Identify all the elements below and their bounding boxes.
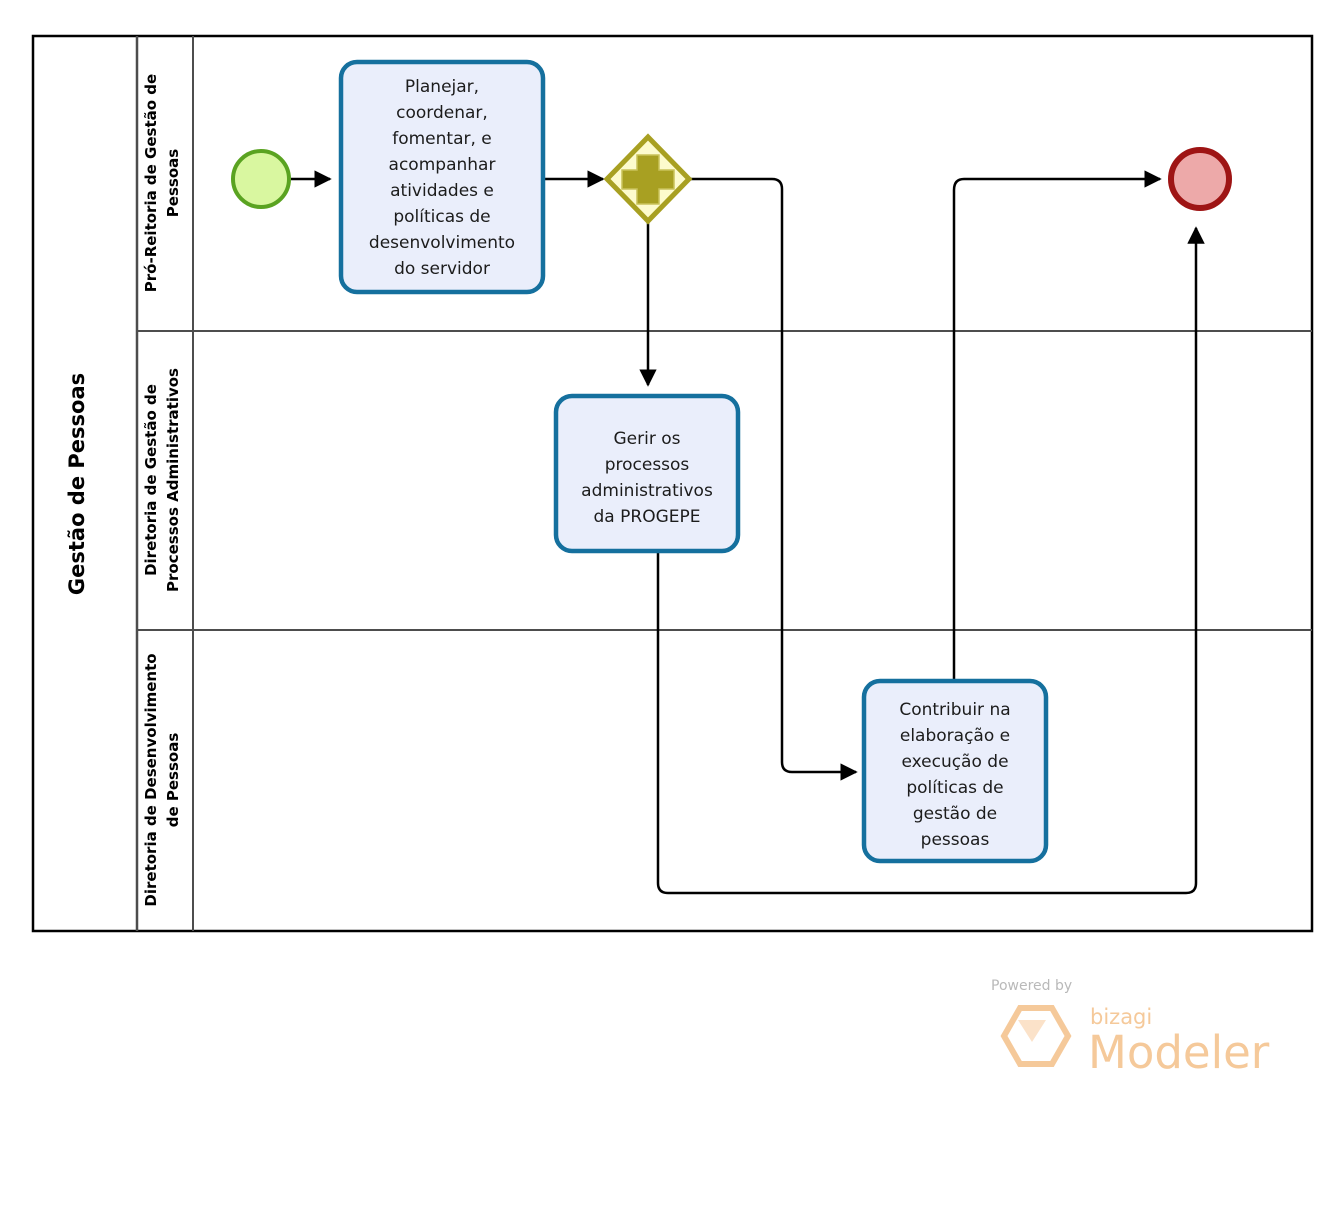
task-contribuir-box (861, 678, 1049, 864)
bizagi-hexagon-inner-icon (1018, 1020, 1046, 1042)
lane-title-pro-reitoria: Pró-Reitoria de Gestão de Pessoas (142, 74, 182, 292)
watermark-brand: bizagi (1090, 1005, 1152, 1029)
parallel-gateway[interactable] (603, 133, 693, 225)
lane-1-title-line-1: Pró-Reitoria de Gestão de (142, 74, 160, 292)
start-event[interactable] (231, 149, 291, 209)
bizagi-watermark: Powered by bizagi Modeler (991, 978, 1270, 1079)
flow-gateway-to-task3[interactable] (690, 177, 858, 781)
gateway-plus-icon (621, 154, 675, 205)
pool-title: Gestão de Pessoas (65, 373, 89, 595)
lane-3-title-line-1: Diretoria de Desenvolvimento (142, 653, 160, 906)
bizagi-hexagon-icon (1000, 1005, 1072, 1067)
lane-2-title-line-1: Diretoria de Gestão de (142, 384, 160, 576)
flow-task2-to-end[interactable] (656, 226, 1205, 895)
lane-1-title-line-2: Pessoas (164, 149, 182, 217)
lane-title-diretoria-processos: Diretoria de Gestão de Processos Adminis… (142, 368, 182, 592)
lane-2-title-line-2: Processos Administrativos (164, 368, 182, 592)
end-event[interactable] (1168, 147, 1232, 211)
task-planejar-box (338, 59, 546, 295)
watermark-powered-by: Powered by (991, 978, 1072, 994)
task-gerir-box (553, 393, 741, 554)
flow-task3-to-end[interactable] (952, 170, 1162, 680)
lane-title-diretoria-desenvolvimento: Diretoria de Desenvolvimento de Pessoas (142, 653, 182, 906)
watermark-product: Modeler (1088, 1026, 1270, 1079)
lane-3-title-line-2: de Pessoas (164, 733, 182, 828)
sequence-flow-layer (291, 170, 1205, 895)
